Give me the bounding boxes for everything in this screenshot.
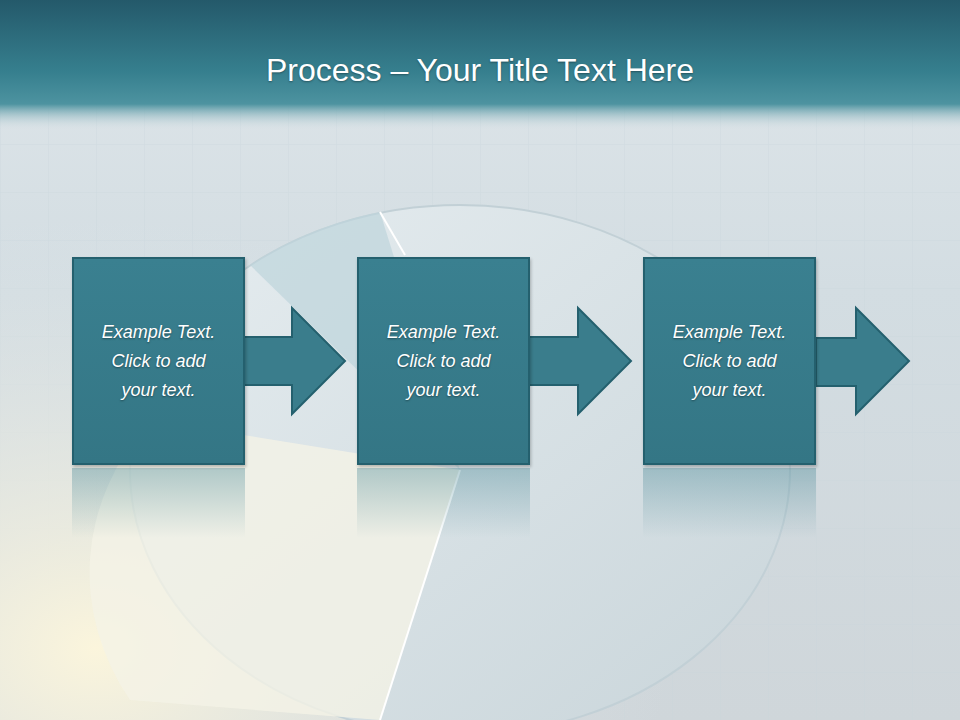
slide-title: Process – Your Title Text Here: [0, 52, 960, 89]
trailing-arrow: [816, 308, 909, 414]
flow-arrow: [244, 308, 345, 414]
box-text: Example Text. Click to add your text.: [380, 318, 508, 405]
box-text: Example Text. Click to add your text.: [95, 318, 223, 405]
process-box: Example Text. Click to add your text.: [72, 257, 245, 465]
flow-arrow: [529, 308, 631, 414]
process-box: Example Text. Click to add your text.: [357, 257, 530, 465]
process-box: Example Text. Click to add your text.: [643, 257, 816, 465]
box-text: Example Text. Click to add your text.: [666, 318, 794, 405]
